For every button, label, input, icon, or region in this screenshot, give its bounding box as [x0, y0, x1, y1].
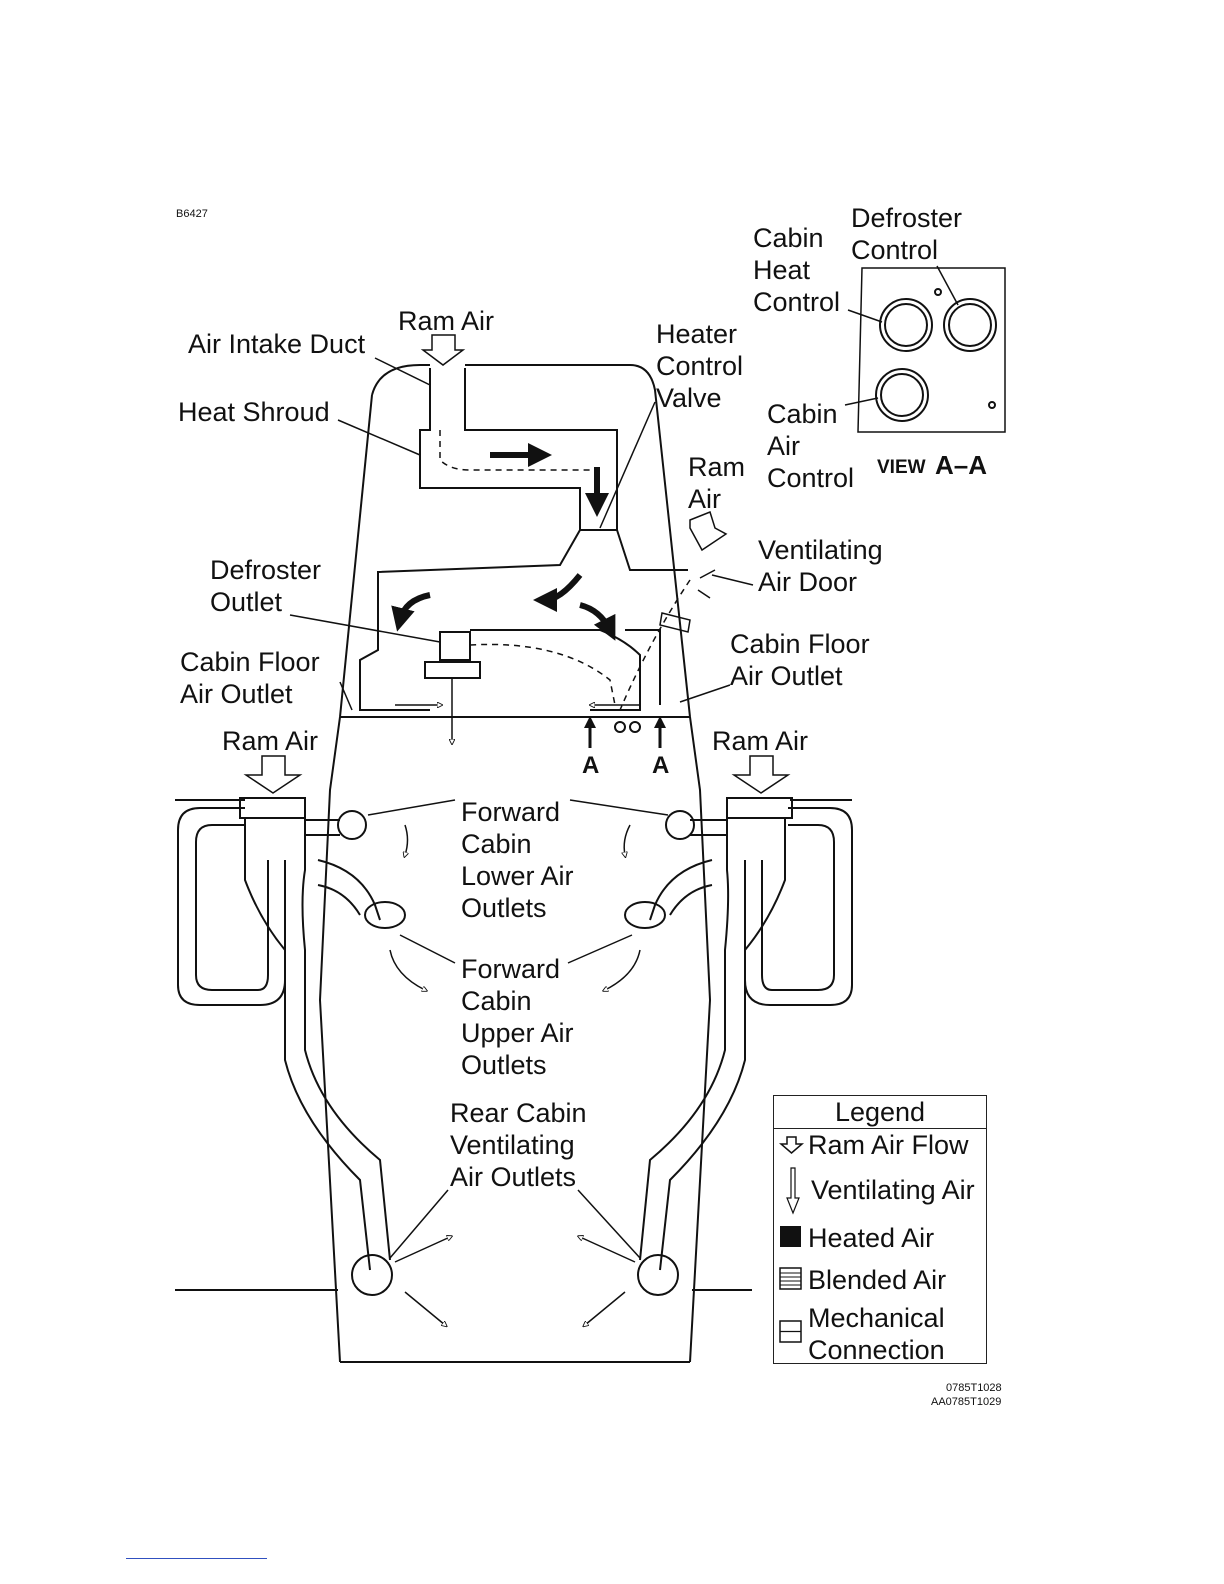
cowl-outline [371, 364, 691, 718]
air-intake-duct-label: Air Intake Duct [188, 329, 366, 359]
view-section-label: A–A [935, 450, 988, 480]
heater-control-valve-label: Heater Control Valve [656, 319, 744, 413]
control-panel [857, 267, 1006, 433]
ram-air-top-arrow [420, 334, 466, 366]
left-rear-outlet [351, 1254, 393, 1296]
ventilating-air-door-label: Ventilating Air Door [758, 535, 883, 597]
heated-flow-dashed [439, 430, 590, 471]
defroster-outlet-label: Defroster Outlet [210, 555, 322, 617]
right-forward-upper-pipe [649, 859, 713, 921]
left-duct-loop [177, 807, 286, 1006]
legend-item-heated-air: Heated Air [808, 1223, 935, 1253]
left-forward-lower-pipe [305, 819, 340, 836]
forward-cabin-lower-label: Forward Cabin Lower Air Outlets [461, 797, 574, 923]
cowl-left-side [339, 394, 373, 718]
solid-square-icon [780, 1226, 801, 1247]
ram-air-top-label: Ram Air [398, 306, 495, 336]
hollow-arrow-icon [779, 1136, 805, 1154]
heated-arrow-1 [391, 592, 431, 632]
right-forward-lower-pipe [690, 819, 727, 836]
left-forward-upper-pipe [317, 859, 381, 921]
section-a-left-label: A [582, 752, 600, 779]
heated-arrow-2 [533, 573, 583, 612]
legend-item-ram-air-flow: Ram Air Flow [808, 1130, 969, 1160]
ram-air-left-label: Ram Air [222, 726, 319, 756]
fuselage-right [689, 716, 712, 1363]
cabin-heat-control-label: Cabin Heat Control [753, 223, 841, 317]
defroster-control-knob [943, 298, 997, 352]
section-a-right-label: A [652, 752, 670, 779]
cabin-floor-air-outlet-left-label: Cabin Floor Air Outlet [180, 647, 320, 709]
forward-cabin-upper-label: Forward Cabin Upper Air Outlets [461, 954, 574, 1080]
rear-cabin-label: Rear Cabin Ventilating Air Outlets [450, 1098, 587, 1192]
ventilating-air-door [659, 569, 716, 633]
view-prefix-label: VIEW [877, 457, 926, 478]
legend-item-mechanical-connection: Mechanical Connection [808, 1303, 945, 1365]
ram-air-right-lower-label: Ram Air [712, 726, 809, 756]
ram-air-left-arrow [243, 755, 303, 794]
cabin-floor-air-outlet-right-label: Cabin Floor Air Outlet [730, 629, 870, 691]
heat-shroud-label: Heat Shroud [178, 397, 330, 427]
ram-air-right-label: Ram Air [688, 452, 746, 514]
part-number-1: 0785T1028 [946, 1382, 1002, 1394]
split-square-icon [779, 1320, 802, 1343]
striped-square-icon [779, 1267, 802, 1290]
figure-id: B6427 [176, 208, 208, 220]
legend-item-ventilating-air: Ventilating Air [811, 1175, 975, 1205]
ram-air-right-arrow [731, 755, 791, 794]
legend-item-blended-air: Blended Air [808, 1265, 947, 1295]
page-footer-line [126, 1558, 267, 1559]
cabin-air-control-knob [875, 368, 929, 422]
thin-arrow-icon [786, 1167, 800, 1215]
right-rear-outlet [637, 1254, 679, 1296]
left-forward-lower-outlet [337, 810, 367, 840]
air-intake-duct [419, 368, 618, 531]
legend-title: Legend [774, 1096, 986, 1129]
right-forward-lower-outlet [665, 810, 695, 840]
cabin-air-control-label: Cabin Air Control [767, 399, 855, 493]
cabin-heat-control-knob [879, 298, 933, 352]
part-number-2: AA0785T1029 [931, 1396, 1002, 1408]
heater-control-valve [377, 529, 688, 630]
heated-arrow-3 [579, 602, 616, 641]
ram-air-side-arrow [689, 511, 728, 552]
legend-box: Legend Ram Air Flow Ventilating Air Heat… [773, 1095, 987, 1365]
defroster-control-label: Defroster Control [851, 203, 963, 265]
right-duct-loop [744, 807, 853, 1006]
fuselage-left [318, 716, 341, 1363]
